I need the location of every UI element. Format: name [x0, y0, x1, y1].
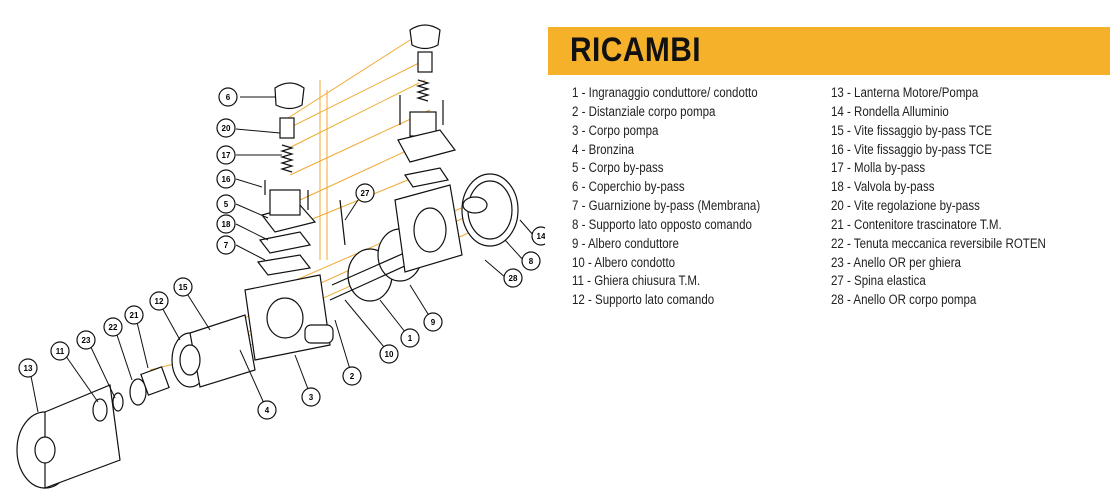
list-item: 7 - Guarnizione by-pass (Membrana): [572, 198, 761, 214]
callout-18: 18: [216, 214, 236, 234]
list-item: 23 - Anello OR per ghiera: [831, 254, 961, 270]
page-title: RICAMBI: [570, 31, 702, 69]
callout-21: 21: [124, 305, 144, 325]
callout-11: 11: [50, 341, 70, 361]
list-item: 11 - Ghiera chiusura T.M.: [572, 273, 701, 289]
callout-bubbles: 6 20 17 16 5 18 7 27 14 8 28 15 12 21 22…: [18, 87, 545, 420]
list-item: 12 - Supporto lato comando: [572, 292, 715, 308]
svg-text:3: 3: [309, 393, 314, 402]
svg-text:12: 12: [155, 297, 164, 306]
list-item: 17 - Molla by-pass: [831, 160, 926, 176]
bypass-gasket: [258, 231, 312, 254]
callout-16: 16: [216, 169, 236, 189]
pump-parts: [16, 24, 519, 489]
list-item: 10 - Albero condotto: [572, 254, 676, 270]
callout-15: 15: [173, 277, 193, 297]
callout-14: 14: [531, 226, 545, 246]
list-item: 6 - Coperchio by-pass: [572, 179, 685, 195]
seal: [129, 378, 147, 406]
callout-20: 20: [216, 118, 236, 138]
svg-text:6: 6: [226, 93, 231, 102]
callout-10: 10: [379, 344, 399, 364]
svg-text:22: 22: [109, 323, 118, 332]
svg-text:8: 8: [529, 257, 534, 266]
list-item: 1 - Ingranaggio conduttore/ condotto: [572, 85, 758, 100]
svg-text:14: 14: [537, 232, 545, 241]
callout-4: 4: [257, 400, 277, 420]
list-item: 5 - Corpo by-pass: [572, 160, 664, 176]
svg-text:27: 27: [361, 189, 370, 198]
svg-text:18: 18: [222, 220, 231, 229]
lantern-body: [44, 384, 121, 489]
callout-17: 17: [216, 145, 236, 165]
callout-13: 13: [18, 358, 38, 378]
callout-22: 22: [103, 317, 123, 337]
callout-7: 7: [216, 235, 236, 255]
list-item: 4 - Bronzina: [572, 141, 635, 157]
callout-2: 2: [342, 366, 362, 386]
list-item: 21 - Contenitore trascinatore T.M.: [831, 216, 1002, 232]
callout-3: 3: [301, 387, 321, 407]
callout-6: 6: [218, 87, 238, 107]
spring: [279, 144, 295, 173]
list-item: 20 - Vite regolazione by-pass: [831, 198, 980, 214]
list-item: 13 - Lanterna Motore/Pompa: [831, 85, 979, 100]
callout-9: 9: [423, 312, 443, 332]
bypass-block: [269, 189, 301, 216]
list-item: 8 - Supporto lato opposto comando: [572, 216, 752, 232]
svg-text:15: 15: [179, 283, 188, 292]
list-item: 9 - Albero conduttore: [572, 235, 679, 251]
title-banner: RICAMBI: [548, 27, 1110, 75]
svg-text:21: 21: [130, 311, 139, 320]
list-item: 3 - Corpo pompa: [572, 122, 659, 138]
callout-12: 12: [149, 291, 169, 311]
list-item: 14 - Rondella Alluminio: [831, 103, 949, 119]
callout-1: 1: [400, 328, 420, 348]
bypass-cover-right: [409, 24, 441, 50]
callout-28: 28: [503, 268, 523, 288]
svg-text:4: 4: [265, 406, 270, 415]
seal-container: [140, 366, 170, 396]
lantern-bore: [34, 436, 56, 464]
svg-text:23: 23: [82, 336, 91, 345]
svg-text:16: 16: [222, 175, 231, 184]
svg-text:5: 5: [224, 200, 229, 209]
svg-text:10: 10: [385, 350, 394, 359]
parts-list-left: 1 - Ingranaggio conduttore/ condotto 2 -…: [572, 84, 791, 310]
elastic-pin: [339, 199, 346, 246]
parts-list-right: 13 - Lanterna Motore/Pompa 14 - Rondella…: [831, 84, 1081, 310]
callout-5: 5: [216, 194, 236, 214]
svg-text:1: 1: [408, 334, 413, 343]
ghiera-ring: [92, 398, 108, 422]
callout-27: 27: [355, 183, 375, 203]
svg-text:28: 28: [509, 274, 518, 283]
list-item: 28 - Anello OR corpo pompa: [831, 292, 977, 308]
callout-8: 8: [521, 251, 541, 271]
list-item: 16 - Vite fissaggio by-pass TCE: [831, 141, 992, 157]
list-item: 22 - Tenuta meccanica reversibile ROTEN: [831, 235, 1046, 251]
bypass-cover: [274, 82, 305, 110]
svg-text:9: 9: [431, 318, 436, 327]
list-item: 15 - Vite fissaggio by-pass TCE: [831, 122, 992, 138]
svg-text:7: 7: [224, 241, 229, 250]
list-item: 2 - Distanziale corpo pompa: [572, 103, 716, 119]
or-ring: [112, 392, 124, 412]
adjust-screw: [279, 117, 295, 139]
list-item: 18 - Valvola by-pass: [831, 179, 935, 195]
svg-text:17: 17: [222, 151, 231, 160]
exploded-pump-diagram: 6 20 17 16 5 18 7 27 14 8 28 15 12 21 22…: [16, 24, 545, 489]
callout-23: 23: [76, 330, 96, 350]
svg-text:20: 20: [222, 124, 231, 133]
list-item: 27 - Spina elastica: [831, 273, 926, 289]
svg-text:2: 2: [350, 372, 355, 381]
svg-text:13: 13: [24, 364, 33, 373]
svg-text:11: 11: [56, 347, 65, 356]
